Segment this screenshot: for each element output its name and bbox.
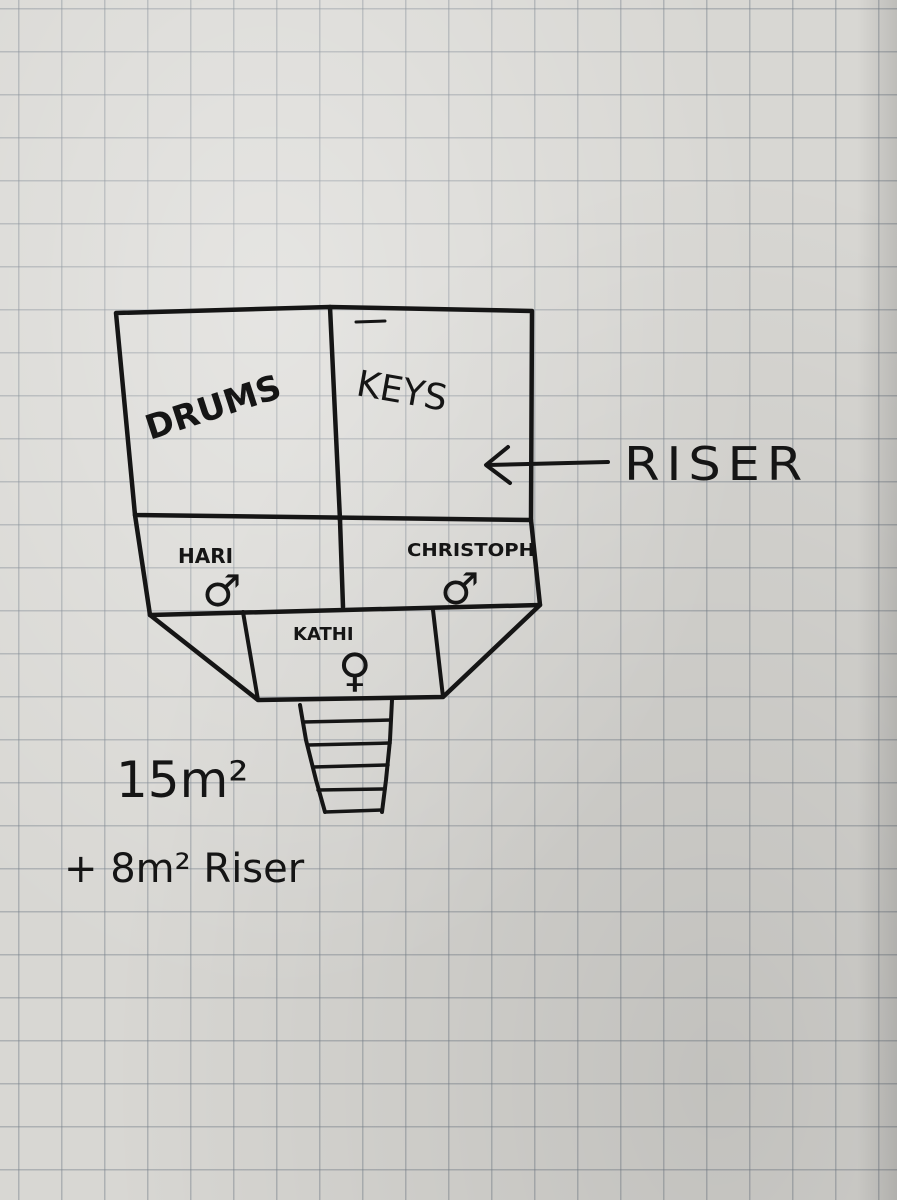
stair-step <box>316 787 387 792</box>
front-row-divider <box>337 517 346 610</box>
female-symbol-kathi: ♀ <box>338 643 372 697</box>
kathi-box <box>241 608 445 702</box>
arrow-head <box>484 445 512 485</box>
kathi-label: KATHI <box>293 624 354 645</box>
riser-outline <box>113 304 535 523</box>
christoph-label: CHRISTOPH <box>407 540 535 561</box>
front-row-outline <box>132 512 543 618</box>
stair-step <box>323 808 384 814</box>
male-symbol-hari: ♂ <box>202 566 241 617</box>
arrow-shaft <box>486 460 610 467</box>
male-symbol-christoph: ♂ <box>440 564 479 615</box>
riser-arrow <box>484 445 610 485</box>
drums-label: DRUMS <box>140 367 286 448</box>
riser-divider <box>327 304 343 523</box>
stage-area-label: 15m² <box>116 751 248 809</box>
riser-label: RISER <box>624 437 809 491</box>
keys-label: KEYS <box>353 363 450 419</box>
riser-mark <box>354 319 387 324</box>
riser-area-label: + 8m² Riser <box>64 846 305 892</box>
front-stage-outline <box>147 602 543 703</box>
stair-step <box>301 718 393 724</box>
stair-step <box>311 763 390 769</box>
stairs-right-rail <box>380 698 394 814</box>
hari-label: HARI <box>178 544 233 568</box>
stair-step <box>306 741 392 747</box>
stairs <box>298 698 394 814</box>
